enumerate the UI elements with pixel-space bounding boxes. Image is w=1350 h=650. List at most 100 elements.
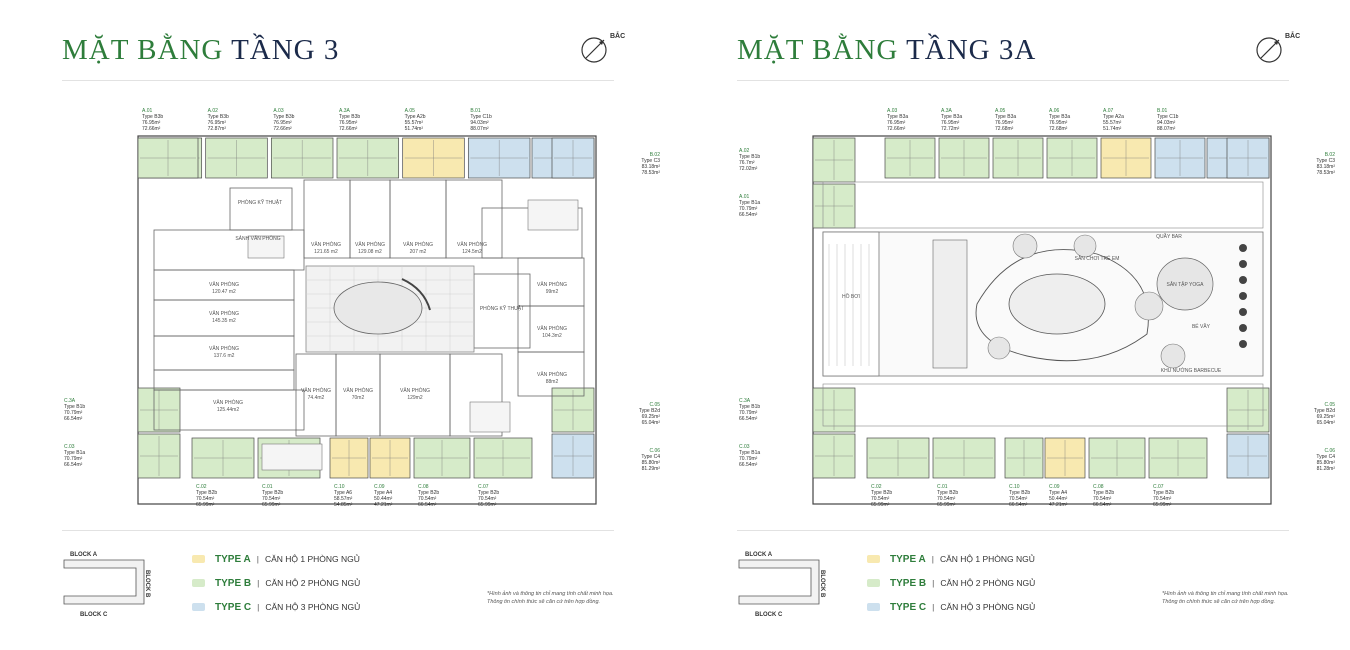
room-label: VĂN PHÒNG [301, 387, 331, 394]
unit-area-gross: 70.79m² [64, 410, 83, 416]
disclaimer-note: *Hình ảnh và thông tin chỉ mang tính chấ… [487, 591, 614, 605]
unit-code: C.03 [64, 444, 75, 450]
legend-type-a: TYPE A | CĂN HỘ 1 PHÒNG NGỦ [867, 552, 1035, 566]
unit-area-gross: 55.57m² [1103, 120, 1122, 126]
unit-area-net: 66.54m² [418, 502, 437, 508]
block-a-label: BLOCK A [70, 552, 98, 558]
type-a-swatch [192, 555, 205, 563]
unit-type: Type B1a [739, 200, 760, 206]
unit-type: Type B1b [739, 154, 760, 160]
unit-area-gross: 70.54m² [1009, 496, 1028, 502]
divider-bottom [62, 530, 614, 531]
unit-area-gross: 69.25m² [642, 414, 661, 420]
unit-code: C.09 [374, 484, 385, 490]
room-label: PHÒNG KỸ THUẬT [480, 305, 524, 312]
unit-type: Type C1b [1157, 114, 1179, 120]
type-a-desc: CĂN HỘ 1 PHÒNG NGỦ [939, 554, 1035, 564]
unit-code: C.07 [1153, 484, 1164, 490]
room-label: 124.5m2 [462, 249, 482, 255]
unit-code: A.02 [208, 108, 219, 114]
unit-type: Type B1b [64, 404, 85, 410]
amenity-label: QUẦY BAR [1156, 233, 1182, 240]
unit-area-gross: 76.95m² [142, 120, 161, 126]
unit-code: A.3A [339, 108, 351, 114]
room-label: 145.35 m2 [212, 318, 236, 324]
unit-area-net: 66.54m² [64, 416, 83, 422]
yoga-deck [1156, 257, 1214, 311]
unit-code: C.02 [871, 484, 882, 490]
room-label: VĂN PHÒNG [537, 281, 567, 288]
unit-area-gross: 70.54m² [1093, 496, 1112, 502]
unit-area-net: 72.66m² [339, 126, 358, 132]
legend-type-b: TYPE B | CĂN HỘ 2 PHÒNG NGỦ [192, 576, 360, 590]
atrium-skylight [333, 281, 423, 335]
unit-code: A.01 [142, 108, 153, 114]
north-arrow-icon [581, 37, 607, 63]
unit-area-net: 66.54m² [739, 212, 758, 218]
amenity-label: SÂN CHƠI TRẺ EM [1075, 255, 1120, 262]
unit-type: Type A4 [1049, 490, 1067, 496]
room-label: 207 m2 [410, 249, 427, 255]
unit-code: B.01 [470, 108, 481, 114]
unit-area-net: 72.87m² [208, 126, 227, 132]
type-c-swatch [192, 603, 205, 611]
unit-type: Type B2b [478, 490, 499, 496]
disclaimer-note: *Hình ảnh và thông tin chỉ mang tính chấ… [1162, 591, 1289, 605]
unit-area-net: 47.21m² [1049, 502, 1068, 508]
block-key-map: BLOCK A BLOCK B BLOCK C [738, 552, 825, 618]
legend-type-c: TYPE C | CĂN HỘ 3 PHÒNG NGỦ [867, 600, 1035, 614]
unit-area-net: 65.99m² [871, 502, 890, 508]
unit-area-gross: 55.57m² [405, 120, 424, 126]
unit-area-net: 72.66m² [142, 126, 161, 132]
unit-type: Type C1b [470, 114, 492, 120]
unit-area-gross: 85.80m² [1317, 460, 1336, 466]
type-c-sep: | [257, 602, 260, 612]
unit-area-gross: 50.44m² [1049, 496, 1068, 502]
unit-code: C.03 [739, 444, 750, 450]
unit-area-net: 81.29m² [642, 466, 661, 472]
unit-code: C.07 [478, 484, 489, 490]
title-green-part: MẶT BẰNG [737, 34, 899, 66]
unit-code: A.02 [739, 148, 750, 154]
title-navy-part: TẦNG 3 [231, 34, 340, 66]
unit-code: C.05 [649, 402, 660, 408]
unit-area-net: 65.99m² [478, 502, 497, 508]
unit-type: Type B2d [639, 408, 660, 414]
unit-area-gross: 83.18m² [1317, 164, 1336, 170]
type-b-desc: CĂN HỘ 2 PHÒNG NGỦ [940, 578, 1036, 588]
unit-code: A.03 [887, 108, 898, 114]
type-b-sep: | [257, 578, 260, 588]
unit-code: A.05 [995, 108, 1006, 114]
unit-type: Type B1a [739, 450, 760, 456]
unit-area-net: 72.68m² [1049, 126, 1068, 132]
title-green-part: MẶT BẰNG [62, 34, 224, 66]
unit-area-net: 51.74m² [405, 126, 424, 132]
unit-code: C.06 [649, 448, 660, 454]
room-label: PHÒNG KỸ THUẬT [238, 199, 282, 206]
unit-code: A.03 [273, 108, 284, 114]
lagoon-pool [1008, 273, 1106, 335]
unit-code: C.09 [1049, 484, 1060, 490]
type-c-name: TYPE C [215, 601, 252, 613]
type-c-name: TYPE C [890, 601, 927, 613]
unit-type: Type A6 [334, 490, 352, 496]
unit-area-net: 51.74m² [1103, 126, 1122, 132]
unit-area-net: 54.85m² [334, 502, 353, 508]
room-label: VĂN PHÒNG [403, 241, 433, 248]
room-label: 104.3m2 [542, 333, 562, 339]
divider-top [737, 80, 1289, 81]
unit-area-net: 72.02m² [739, 166, 758, 172]
unit-area-net: 88.07m² [1157, 126, 1176, 132]
unit-area-gross: 70.54m² [937, 496, 956, 502]
room-label: 129m2 [407, 395, 423, 401]
unit-type: Type B3a [995, 114, 1016, 120]
unit-area-net: 78.53m² [642, 170, 661, 176]
room-label: VĂN PHÒNG [537, 371, 567, 378]
unit-area-net: 88.07m² [470, 126, 489, 132]
